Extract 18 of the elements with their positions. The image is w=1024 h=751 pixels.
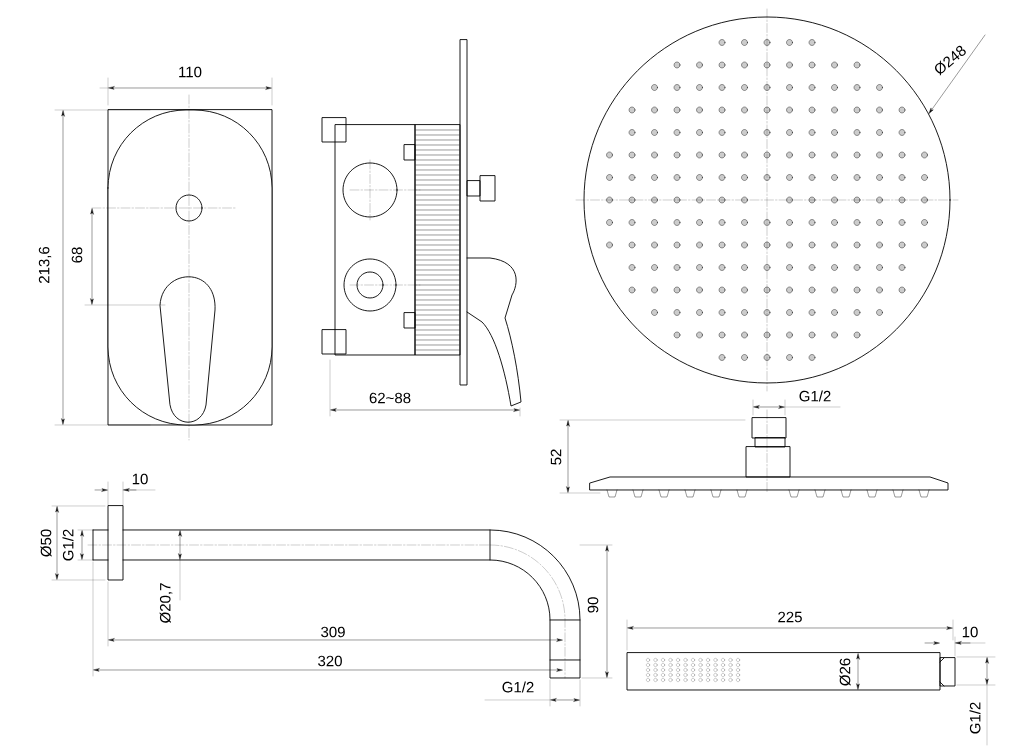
dimension-label: 320 <box>318 655 342 667</box>
dimension-label: 10 <box>132 473 148 485</box>
dimension-label: 309 <box>321 626 345 638</box>
dimension-label: 90 <box>587 597 599 613</box>
dimension-label: Ø26 <box>839 658 851 686</box>
dimension-label: 213,6 <box>38 246 52 283</box>
dimension-label: 110 <box>179 66 202 78</box>
dimension-label: 225 <box>778 611 802 623</box>
dimension-label: Ø20,7 <box>159 583 173 623</box>
dimension-label: G1/2 <box>799 390 831 402</box>
dimension-label: G1/2 <box>969 702 981 734</box>
dimension-label: Ø50 <box>40 529 52 557</box>
dimension-label: 62~88 <box>369 392 411 404</box>
dimension-label: 52 <box>550 449 562 465</box>
dimension-label: G1/2 <box>502 681 534 693</box>
dimension-label: 10 <box>962 626 978 638</box>
dimension-label: G1/2 <box>62 529 74 561</box>
dimension-label: 68 <box>71 247 83 263</box>
